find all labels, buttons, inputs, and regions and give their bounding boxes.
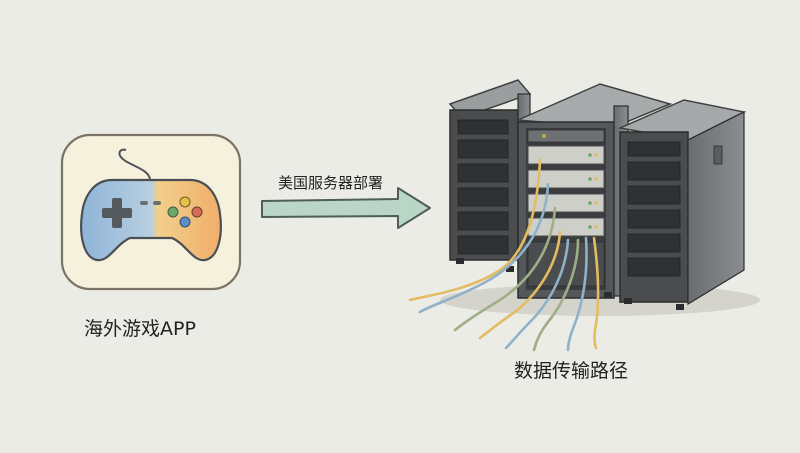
app-icon-tile [60,133,242,291]
server-rack-icon [408,79,760,352]
right-server-tower [617,99,747,310]
rack-server-units [527,145,605,237]
data-path-label: 数据传输路径 [514,360,629,382]
app-label: 海外游戏APP [84,318,196,340]
deployment-arrow [261,187,431,229]
gamepad-icon [80,148,222,262]
network-cables [408,158,600,352]
deployment-arrow-label: 美国服务器部署 [278,174,384,192]
